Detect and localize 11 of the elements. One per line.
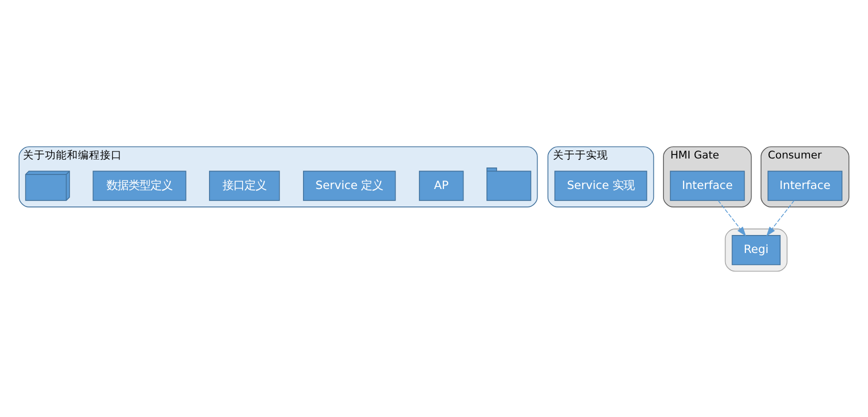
node-box: Interface xyxy=(670,170,745,200)
node-box: 接口定义 xyxy=(209,170,280,200)
cluster xyxy=(724,228,788,272)
arrow xyxy=(718,200,746,236)
node-box: Service 实现 xyxy=(554,170,648,200)
node-box: 数据类型定义 xyxy=(92,170,186,200)
node-box: Service 定义 xyxy=(303,170,396,200)
node-box: AP xyxy=(418,170,464,200)
node-box: Regi xyxy=(732,234,781,265)
arrow xyxy=(766,200,795,236)
node-box: Interface xyxy=(768,170,842,200)
